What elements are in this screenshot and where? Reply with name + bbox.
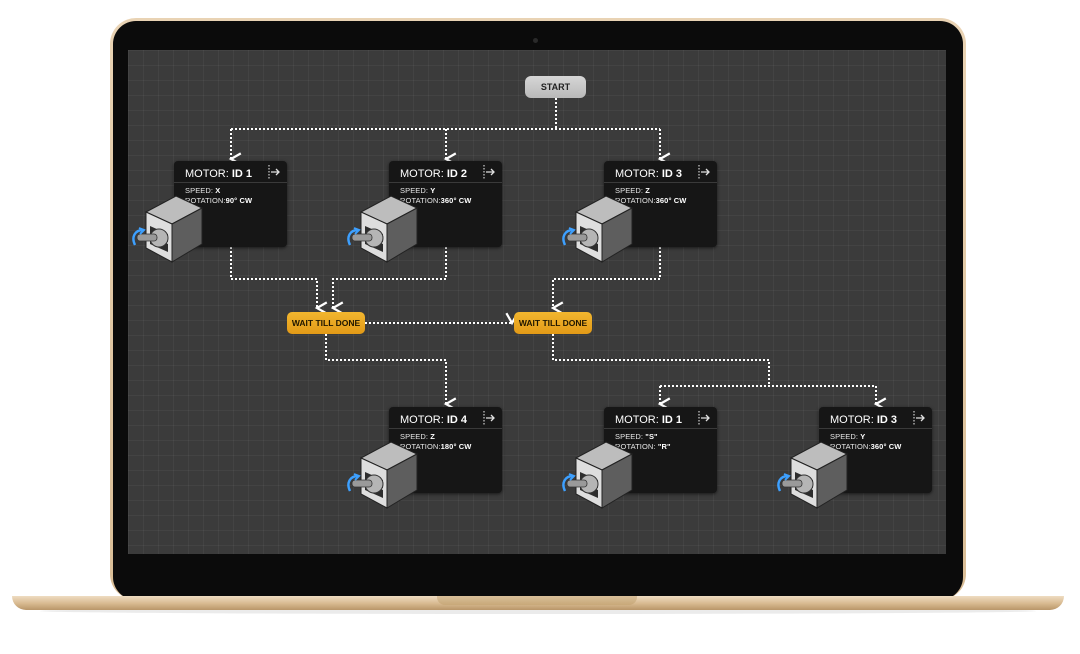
speed-line: SPEED: Z	[615, 186, 650, 195]
motor-card-title: MOTOR: ID 4	[400, 414, 468, 426]
motor-node-card[interactable]: MOTOR: ID 3 SPEED: Y ROTATION:360° CW	[819, 407, 932, 493]
laptop-opening-notch	[437, 596, 637, 605]
stepper-motor-icon	[132, 195, 204, 263]
exit-arrow-icon[interactable]	[266, 164, 282, 180]
webcam-dot	[533, 38, 538, 43]
rotation-line: ROTATION:90° CW	[185, 196, 253, 205]
speed-line: SPEED: "S"	[615, 432, 658, 441]
motor-card-title: MOTOR: ID 2	[400, 168, 468, 180]
motor-card-title: MOTOR: ID 1	[185, 168, 253, 180]
card-divider	[819, 428, 932, 429]
laptop-base-shadow	[40, 608, 1036, 614]
motor-card-title: MOTOR: ID 3	[615, 168, 683, 180]
exit-arrow-icon[interactable]	[696, 164, 712, 180]
speed-line: SPEED: Y	[400, 186, 436, 195]
card-divider	[604, 182, 717, 183]
wait-till-done-node[interactable]: WAIT TILL DONE	[287, 312, 365, 334]
rotation-line: ROTATION:180° CW	[400, 442, 472, 451]
rotation-line: ROTATION:360° CW	[400, 196, 472, 205]
exit-arrow-icon[interactable]	[481, 164, 497, 180]
exit-arrow-icon[interactable]	[911, 410, 927, 426]
wait-till-done-node[interactable]: WAIT TILL DONE	[514, 312, 592, 334]
stepper-motor-icon	[562, 195, 634, 263]
stepper-motor-icon	[347, 195, 419, 263]
exit-arrow-icon[interactable]	[696, 410, 712, 426]
start-node-button[interactable]: START	[525, 76, 586, 98]
connection-wires	[228, 98, 887, 411]
stepper-motor-icon	[562, 441, 634, 509]
rotation-line: ROTATION:360° CW	[830, 442, 902, 451]
rotation-line: ROTATION:360° CW	[615, 196, 687, 205]
rotation-line: ROTATION: "R"	[615, 442, 671, 451]
motor-card-title: MOTOR: ID 1	[615, 414, 683, 426]
speed-line: SPEED: Y	[830, 432, 866, 441]
card-divider	[389, 182, 502, 183]
flow-canvas[interactable]: START WAIT TILL DONE WAIT TILL DONE MOTO…	[128, 50, 946, 554]
motor-card-title: MOTOR: ID 3	[830, 414, 898, 426]
stepper-motor-icon	[777, 441, 849, 509]
card-divider	[389, 428, 502, 429]
speed-line: SPEED: X	[185, 186, 221, 195]
stepper-motor-icon	[347, 441, 419, 509]
card-divider	[174, 182, 287, 183]
exit-arrow-icon[interactable]	[481, 410, 497, 426]
speed-line: SPEED: Z	[400, 432, 435, 441]
card-divider	[604, 428, 717, 429]
